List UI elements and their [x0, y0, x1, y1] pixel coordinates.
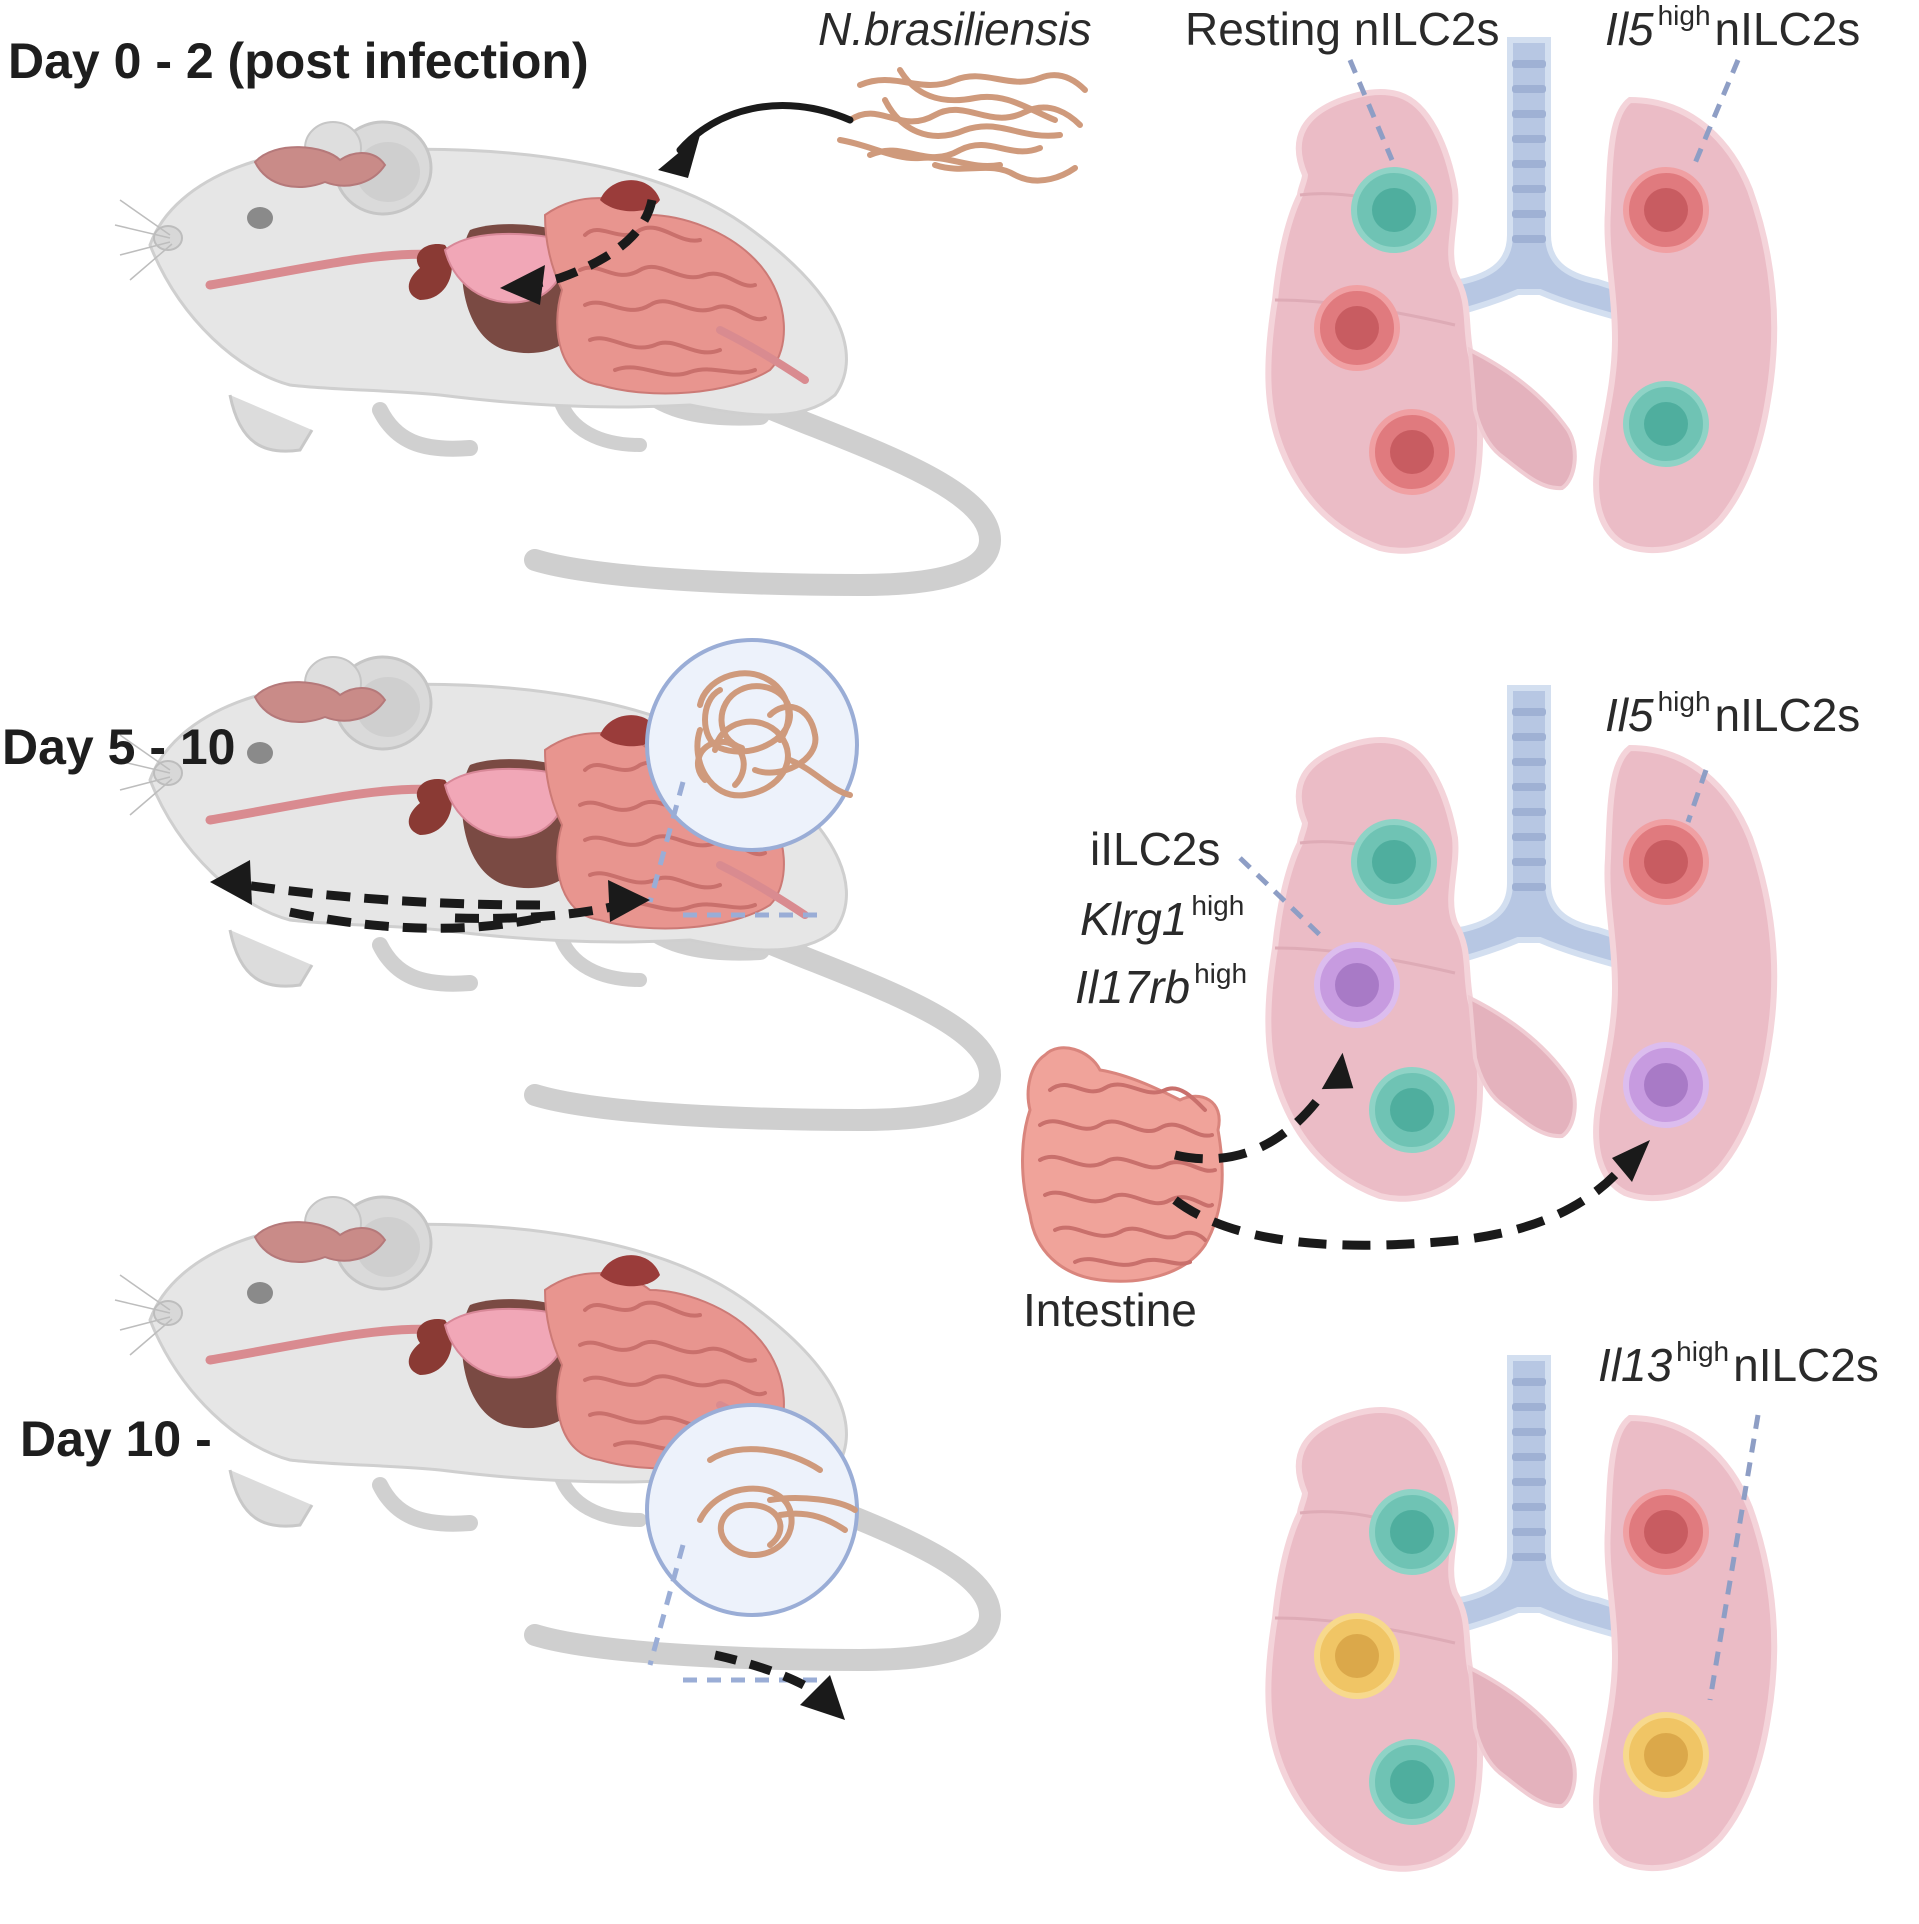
il5-cell	[1369, 409, 1455, 495]
mouse-panel-1	[115, 122, 990, 585]
worms-cluster	[837, 67, 1088, 184]
il5-cell	[1623, 1489, 1709, 1575]
day-label-1: Day 0 - 2 (post infection)	[8, 33, 589, 89]
migration-arrows-panel-2	[210, 860, 650, 933]
superscript: high	[1657, 686, 1711, 717]
resting-cell	[1369, 1489, 1455, 1575]
suffix: nILC2s	[1714, 689, 1861, 741]
resting-cell	[1351, 819, 1437, 905]
infection-arrow	[500, 102, 854, 305]
suffix: nILC2s	[1714, 3, 1861, 55]
intestine-organ	[1021, 1046, 1224, 1283]
il5-cell	[1623, 167, 1709, 253]
cells	[1314, 167, 1709, 1825]
gene-name: Klrg1	[1080, 893, 1188, 945]
il5-cell	[1314, 285, 1400, 371]
superscript: high	[1657, 0, 1711, 31]
zoom-circle-panel-2	[645, 638, 859, 918]
il5-cell	[1623, 819, 1709, 905]
zoom-circle-panel-3	[645, 1403, 859, 1720]
resting-cell	[1623, 381, 1709, 467]
gene-name: Il5	[1605, 689, 1654, 741]
gene-name: Il5	[1605, 3, 1654, 55]
resting-cell	[1369, 1067, 1455, 1153]
suffix: nILC2s	[1733, 1339, 1879, 1391]
day-label-2: Day 5 - 10	[2, 719, 236, 775]
superscript: high	[1194, 958, 1248, 989]
mouse-panel-3	[115, 1197, 990, 1660]
gene-name: Il17rb	[1075, 961, 1191, 1013]
parasite-label: N.brasiliensis	[818, 3, 1092, 55]
il13-cell	[1623, 1712, 1709, 1798]
lungs-panel-3	[1268, 1358, 1774, 1869]
leader-lines	[1238, 59, 1761, 1701]
resting-cell	[1351, 167, 1437, 253]
intestine-to-lung-arrows	[1172, 1052, 1650, 1250]
superscript: high	[1676, 1336, 1730, 1367]
resting-nilc2s-label: Resting nILC2s	[1185, 3, 1500, 55]
intestine-label: Intestine	[1023, 1284, 1197, 1336]
iilc2s-label: iILC2s	[1090, 823, 1221, 875]
lungs-panel-2	[1268, 688, 1774, 1199]
resting-cell	[1369, 1739, 1455, 1825]
day-label-3: Day 10 -	[20, 1411, 212, 1467]
superscript: high	[1191, 890, 1245, 921]
iilc2-cell	[1314, 942, 1400, 1028]
gene-name: Il13	[1598, 1339, 1673, 1391]
iilc2-cell	[1623, 1042, 1709, 1128]
il13-cell	[1314, 1613, 1400, 1699]
